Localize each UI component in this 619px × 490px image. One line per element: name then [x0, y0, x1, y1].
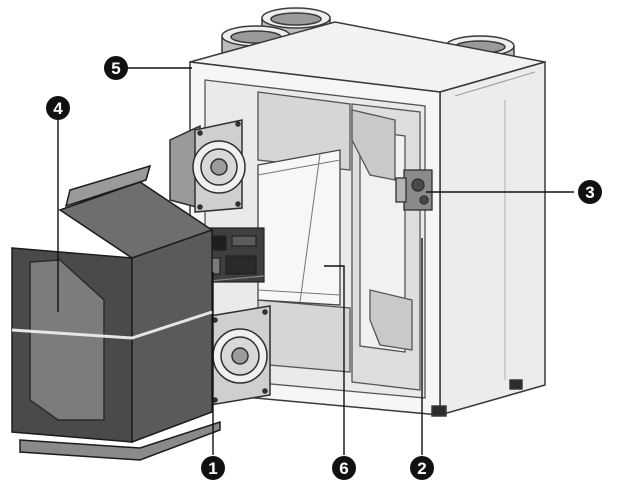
callout-1-label: 1	[208, 459, 217, 478]
cassette-inner-panel	[29, 259, 105, 421]
interior-compartments	[204, 79, 426, 399]
callout-2-label: 2	[417, 459, 426, 478]
bypass-duct	[351, 109, 396, 181]
callout-6-label: 6	[339, 459, 348, 478]
callout-4: 4	[46, 96, 70, 120]
callout-6: 6	[332, 456, 356, 480]
cassette-side-face	[131, 228, 213, 444]
housing-right-side	[439, 61, 546, 416]
callout-4-label: 4	[53, 99, 63, 118]
upper-chamber	[257, 91, 351, 171]
heat-exchanger-cassette	[11, 164, 221, 461]
callout-5-label: 5	[111, 59, 120, 78]
callout-1: 1	[201, 456, 225, 480]
leader-line-6	[324, 265, 345, 455]
callout-5: 5	[104, 56, 128, 80]
upper-fan-assembly	[169, 119, 246, 213]
callout-3: 3	[578, 180, 602, 204]
leader-lines	[57, 67, 574, 455]
unit-foot-right	[431, 405, 447, 417]
unit-foot-back	[509, 379, 523, 390]
callout-3-label: 3	[585, 183, 594, 202]
callout-2: 2	[410, 456, 434, 480]
bypass-damper-motor	[395, 169, 433, 211]
lower-chamber	[257, 299, 351, 373]
